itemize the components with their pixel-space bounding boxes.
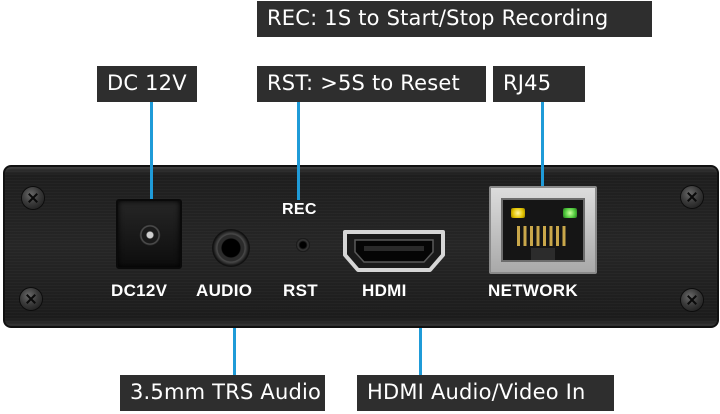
panel-label-dc12v: DC12V xyxy=(111,281,168,300)
dc-leader-line-over xyxy=(150,165,153,227)
hdmi-port xyxy=(343,230,445,272)
link-led-yellow xyxy=(511,208,525,218)
dc-callout-label: DC 12V xyxy=(97,66,197,102)
trs-audio-callout-label: 3.5mm TRS Audio xyxy=(120,375,325,411)
rj45-network-port xyxy=(489,186,597,274)
panel-label-audio: AUDIO xyxy=(196,281,253,300)
screw-icon xyxy=(22,187,44,209)
rj45-tab xyxy=(531,248,555,260)
rj45-callout-label: RJ45 xyxy=(493,66,585,102)
hdmi-in-callout-label: HDMI Audio/Video In xyxy=(357,375,614,411)
panel-label-rec: REC xyxy=(282,201,317,218)
rj45-leader-line-over xyxy=(541,165,544,197)
screw-icon xyxy=(20,288,42,310)
rst-callout-label: RST: >5S to Reset xyxy=(257,66,486,102)
rec-callout-label: REC: 1S to Start/Stop Recording xyxy=(257,1,652,37)
screw-icon xyxy=(681,289,703,311)
dc-power-jack xyxy=(116,199,182,269)
activity-led-green xyxy=(563,208,577,218)
panel-label-rst: RST xyxy=(283,281,318,300)
rst-leader-line-over xyxy=(297,165,300,200)
rst-pinhole xyxy=(296,238,310,252)
audio-jack xyxy=(212,229,250,267)
rj45-pins xyxy=(517,226,569,246)
panel-label-network: NETWORK xyxy=(488,281,578,300)
panel-label-hdmi: HDMI xyxy=(362,281,407,300)
rj45-leader-line xyxy=(541,102,544,198)
rj45-socket xyxy=(501,198,585,262)
dc-jack-hole xyxy=(139,224,161,246)
screw-icon xyxy=(681,186,703,208)
